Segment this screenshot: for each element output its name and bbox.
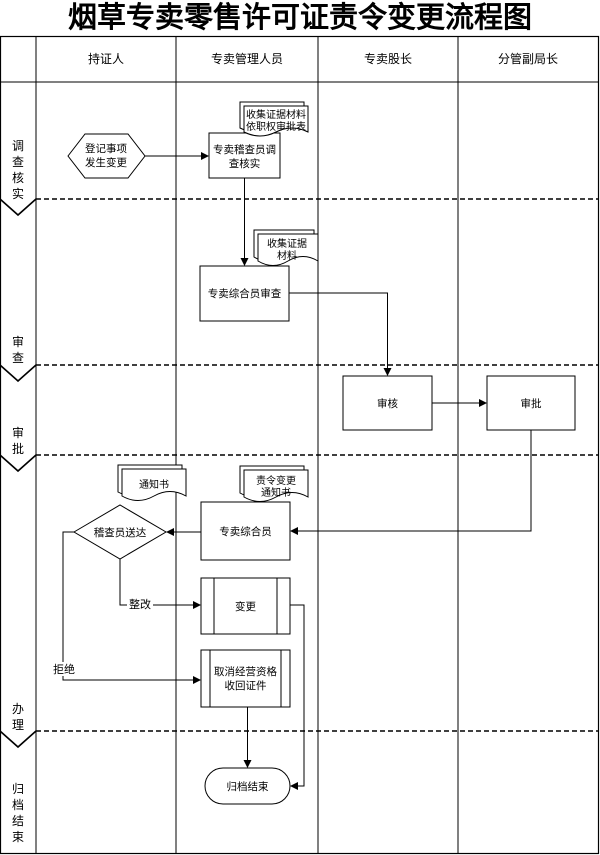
lane-header-holder: 持证人 (88, 51, 124, 66)
stage-label-approve: 审 批 (12, 425, 24, 456)
svg-text:变更: 变更 (235, 600, 256, 613)
stage-chevron-2 (0, 364, 37, 383)
svg-text:专卖综合员: 专卖综合员 (219, 525, 272, 538)
arrow-review-to-chief (289, 292, 392, 376)
svg-text:批: 批 (12, 441, 24, 456)
svg-text:查: 查 (12, 351, 24, 365)
outer-frame (0, 35, 600, 855)
chief-review-node: 审核 (342, 375, 433, 431)
clerk-node: 专卖综合员 (200, 501, 291, 561)
svg-text:结: 结 (12, 814, 24, 828)
svg-text:通知书: 通知书 (139, 478, 169, 491)
svg-text:实: 实 (12, 186, 24, 201)
document-notice: 通知书 (117, 464, 187, 501)
svg-text:审: 审 (12, 334, 24, 349)
svg-text:专卖综合员审查: 专卖综合员审查 (208, 287, 282, 300)
svg-text:审批: 审批 (521, 397, 542, 410)
svg-text:办: 办 (12, 701, 24, 716)
stage-label-handle: 办 理 (12, 701, 24, 732)
label-bg-rectify (127, 597, 153, 611)
start-node: 登记事项 发生变更 (67, 133, 146, 179)
label-bg-refuse (52, 662, 76, 676)
delivery-decision-node: 稽查员送达 (73, 504, 167, 560)
document-evidence: 收集证据 材料 (253, 229, 319, 266)
svg-text:发生变更: 发生变更 (85, 156, 127, 169)
stage-label-review: 审 查 (12, 334, 24, 365)
svg-text:审: 审 (12, 425, 24, 440)
svg-text:取消经营资格: 取消经营资格 (214, 665, 277, 678)
arrow-deliver-to-cancel (62, 531, 201, 684)
change-node: 变更 (200, 577, 291, 635)
arrow-deliver-to-change (119, 559, 201, 609)
svg-text:归档结束: 归档结束 (227, 780, 269, 793)
page-title: 烟草专卖零售许可证责令变更流程图 (68, 0, 532, 34)
svg-text:查: 查 (12, 155, 24, 169)
svg-text:依职权审批表: 依职权审批表 (246, 120, 306, 133)
stage-chevron-4 (0, 730, 37, 749)
svg-text:调: 调 (12, 139, 24, 153)
svg-text:查核实: 查核实 (229, 157, 261, 170)
arrow-change-to-end (290, 604, 305, 790)
svg-text:归: 归 (12, 782, 24, 796)
stage-label-investigate: 调 查 核 实 (12, 139, 24, 201)
svg-text:登记事项: 登记事项 (85, 142, 127, 155)
label-rectify: 整改 (129, 597, 151, 611)
svg-text:束: 束 (12, 830, 24, 844)
end-node: 归档结束 (204, 767, 291, 805)
svg-text:材料: 材料 (277, 249, 297, 262)
stage-label-archive: 归 档 结 束 (12, 782, 24, 844)
cancel-license-node: 取消经营资格 收回证件 (200, 649, 291, 708)
stage-chevron-1 (0, 198, 37, 217)
lane-header-deputy-director: 分管副局长 (498, 51, 558, 66)
svg-text:理: 理 (12, 718, 24, 732)
deputy-approve-node: 审批 (486, 375, 576, 431)
svg-text:责令变更: 责令变更 (256, 474, 296, 487)
svg-text:收集证据: 收集证据 (267, 237, 307, 250)
clerk-review-node: 专卖综合员审查 (199, 265, 290, 322)
svg-text:收回证件: 收回证件 (225, 679, 267, 692)
document-order-notice: 责令变更 通知书 (239, 465, 309, 502)
svg-text:通知书: 通知书 (261, 486, 291, 499)
lane-header-manager: 专卖管理人员 (211, 51, 283, 66)
lane-header-section-chief: 专卖股长 (364, 51, 412, 66)
svg-text:审核: 审核 (377, 397, 398, 410)
document-evidence-approval: 收集证据材料 依职权审批表 (239, 101, 309, 137)
svg-text:稽查员送达: 稽查员送达 (94, 526, 147, 539)
svg-text:收集证据材料: 收集证据材料 (246, 108, 306, 121)
arrow-deputy-to-clerk (290, 430, 532, 535)
svg-text:档: 档 (12, 798, 24, 812)
label-refuse: 拒绝 (53, 662, 75, 676)
stage-chevron-3 (0, 454, 37, 473)
svg-text:专卖稽查员调: 专卖稽查员调 (213, 143, 276, 156)
svg-text:核: 核 (12, 171, 24, 185)
inspector-verify-node: 专卖稽查员调 查核实 (208, 132, 281, 179)
